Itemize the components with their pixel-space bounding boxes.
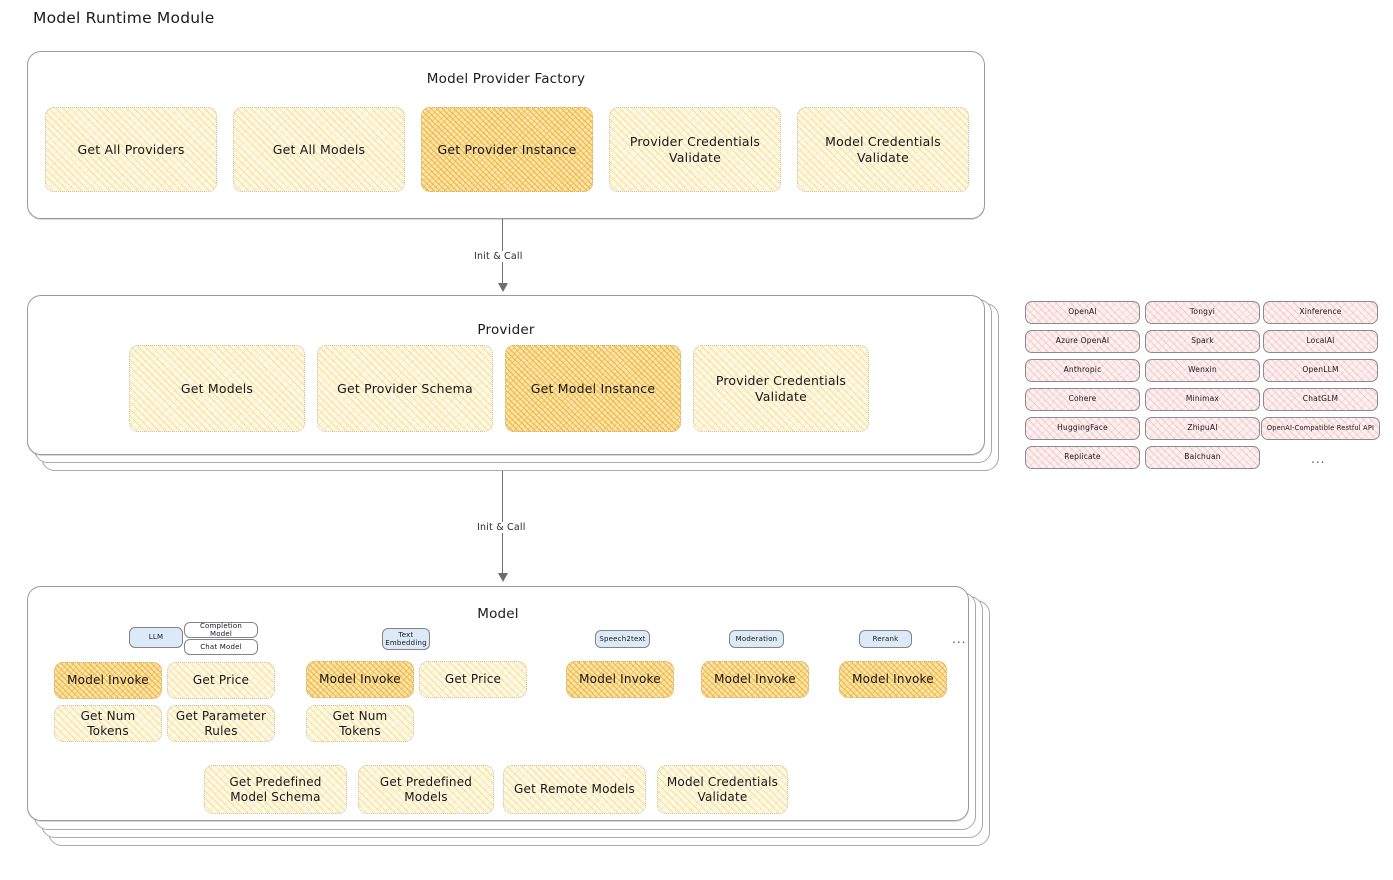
node-text-embedding-get-num-tokens[interactable]: Get Num Tokens: [306, 705, 414, 742]
node-get-all-providers[interactable]: Get All Providers: [45, 107, 217, 192]
provider-chip-openai-compatible-restful-api[interactable]: OpenAI-Compatible Restful API: [1261, 417, 1380, 440]
arrow-factory-to-provider-head: [498, 283, 508, 292]
provider-chip-spark[interactable]: Spark: [1145, 330, 1260, 353]
node-get-predefined-model-schema[interactable]: Get Predefined Model Schema: [204, 765, 347, 814]
model-sub-badge-chat-model[interactable]: Chat Model: [184, 639, 258, 655]
model-type-badge-rerank[interactable]: Rerank: [859, 630, 912, 648]
model-type-badge-moderation[interactable]: Moderation: [729, 630, 784, 648]
provider-chip-zhipuai[interactable]: ZhipuAI: [1145, 417, 1260, 440]
provider-chip-tongyi[interactable]: Tongyi: [1145, 301, 1260, 324]
node-get-provider-instance[interactable]: Get Provider Instance: [421, 107, 593, 192]
model-type-badge-llm[interactable]: LLM: [129, 627, 183, 648]
provider-chip-localai[interactable]: LocalAI: [1263, 330, 1378, 353]
provider-title: Provider: [477, 322, 535, 338]
arrow-provider-to-model-label: Init & Call: [473, 522, 530, 533]
node-get-model-instance[interactable]: Get Model Instance: [505, 345, 681, 432]
node-get-provider-schema[interactable]: Get Provider Schema: [317, 345, 493, 432]
provider-chip-wenxin[interactable]: Wenxin: [1145, 359, 1260, 382]
model-type-badge-speech2text[interactable]: Speech2text: [595, 630, 650, 648]
node-text-embedding-model-invoke[interactable]: Model Invoke: [306, 661, 414, 698]
arrow-factory-to-provider-label: Init & Call: [470, 251, 527, 262]
node-text-embedding-get-price[interactable]: Get Price: [419, 661, 527, 698]
provider-list-more-ellipsis: ...: [1311, 452, 1326, 466]
node-rerank-model-invoke[interactable]: Model Invoke: [839, 661, 947, 698]
node-model-credentials-validate[interactable]: Model Credentials Validate: [797, 107, 969, 192]
provider-chip-openai[interactable]: OpenAI: [1025, 301, 1140, 324]
node-moderation-model-invoke[interactable]: Model Invoke: [701, 661, 809, 698]
provider-chip-replicate[interactable]: Replicate: [1025, 446, 1140, 469]
node-get-all-models[interactable]: Get All Models: [233, 107, 405, 192]
node-provider-credentials-validate[interactable]: Provider Credentials Validate: [609, 107, 781, 192]
model-container: Model: [27, 586, 969, 821]
node-provider-credentials-validate-2[interactable]: Provider Credentials Validate: [693, 345, 869, 432]
model-sub-badge-completion-model[interactable]: Completion Model: [184, 622, 258, 638]
provider-chip-anthropic[interactable]: Anthropic: [1025, 359, 1140, 382]
model-type-badge-text-embedding[interactable]: Text Embedding: [382, 628, 430, 650]
model-provider-factory-title: Model Provider Factory: [426, 71, 586, 87]
node-model-credentials-validate-2[interactable]: Model Credentials Validate: [657, 765, 788, 814]
model-title: Model: [477, 606, 519, 622]
node-get-remote-models[interactable]: Get Remote Models: [503, 765, 646, 814]
node-get-predefined-models[interactable]: Get Predefined Models: [358, 765, 494, 814]
model-types-more-ellipsis: ...: [952, 632, 967, 646]
provider-chip-xinference[interactable]: Xinference: [1263, 301, 1378, 324]
node-llm-model-invoke[interactable]: Model Invoke: [54, 662, 162, 699]
node-speech2text-model-invoke[interactable]: Model Invoke: [566, 661, 674, 698]
provider-chip-baichuan[interactable]: Baichuan: [1145, 446, 1260, 469]
page-title: Model Runtime Module: [33, 9, 215, 27]
node-llm-get-parameter-rules[interactable]: Get Parameter Rules: [167, 705, 275, 742]
provider-chip-huggingface[interactable]: HuggingFace: [1025, 417, 1140, 440]
arrow-provider-to-model-head: [498, 573, 508, 582]
provider-chip-openllm[interactable]: OpenLLM: [1263, 359, 1378, 382]
provider-chip-azure-openai[interactable]: Azure OpenAI: [1025, 330, 1140, 353]
node-llm-get-price[interactable]: Get Price: [167, 662, 275, 699]
provider-chip-chatglm[interactable]: ChatGLM: [1263, 388, 1378, 411]
provider-chip-minimax[interactable]: Minimax: [1145, 388, 1260, 411]
node-llm-get-num-tokens[interactable]: Get Num Tokens: [54, 705, 162, 742]
node-get-models[interactable]: Get Models: [129, 345, 305, 432]
provider-chip-cohere[interactable]: Cohere: [1025, 388, 1140, 411]
